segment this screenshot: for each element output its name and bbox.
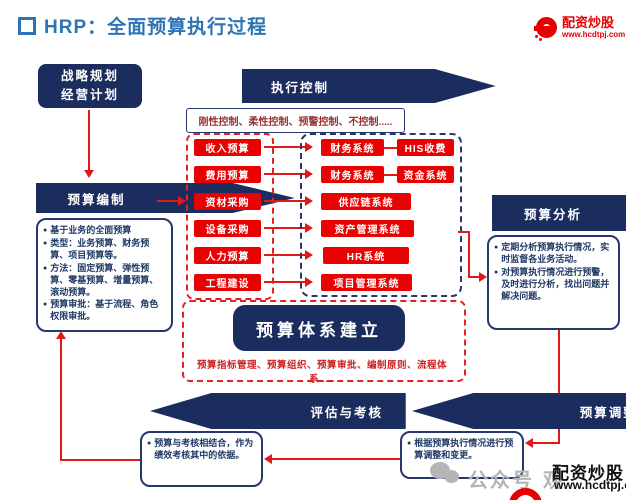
page-title: HRP：全面预算执行过程 — [18, 12, 267, 39]
prep-bullet: 基于业务的全面预算 — [50, 225, 132, 235]
bullet-dot-icon: ● — [494, 268, 499, 276]
evaluation-banner: 评估与考核 — [150, 393, 406, 429]
prep-bullet: 类型：业务预算、财务预算、项目预算等。 — [50, 238, 150, 260]
strategic-planning-node: 战略规划 经营计划 — [38, 64, 142, 108]
arrow-analysis-adjust-head — [525, 438, 533, 448]
prep-bullet: 预算审批：基于流程、角色权限审批。 — [50, 299, 159, 322]
evaluation-detail-box: ●预算与考核相结合，作为绩效考核其中的依据。 — [140, 431, 263, 487]
bullet-dot-icon: ● — [494, 244, 499, 251]
arrow-systems-analysis-line — [468, 276, 480, 278]
arrow-item-system-line — [264, 227, 306, 229]
system-node: 财务系统 — [321, 166, 384, 183]
analysis-detail-box: ●定期分析预算执行情况，实时监督各业务活动。 ●对预算执行情况进行预警，及时进行… — [487, 235, 620, 330]
system-node: 财务系统 — [321, 139, 384, 156]
strategic-line1: 战略规划 — [60, 68, 119, 83]
system-node: HR系统 — [323, 247, 409, 264]
control-methods-text: 刚性控制、柔性控制、预警控制、不控制..... — [198, 117, 393, 128]
bullet-dot-icon: ● — [43, 240, 48, 247]
systems-group — [300, 133, 462, 297]
control-banner: 执行控制 — [242, 69, 496, 103]
arrow-eval-prep-line — [60, 338, 62, 461]
arrow-adjust-eval-head — [264, 454, 272, 464]
system-node: HIS收费 — [397, 139, 454, 156]
arrow-item-system-line — [264, 254, 306, 256]
arrow-item-system-head — [305, 142, 313, 152]
analysis-banner-label: 预算分析 — [523, 207, 582, 222]
system-build-group — [182, 300, 466, 382]
square-bullet-icon — [18, 16, 36, 35]
evaluation-bullet: 预算与考核相结合，作为绩效考核其中的依据。 — [154, 438, 254, 460]
prep-banner-label: 预算编制 — [67, 192, 126, 207]
watermark-swirl-icon — [505, 486, 545, 500]
bullet-dot-icon: ● — [43, 264, 48, 272]
brand-swirl-icon — [534, 16, 558, 41]
watermark-partial-text: 观 — [543, 470, 563, 492]
arrow-item-system-line — [264, 146, 306, 148]
page-title-text: HRP：全面预算执行过程 — [44, 17, 268, 38]
system-build-caption: 预算指标管理、预算组织、预算审批、编制原则、流程体系..... — [196, 360, 447, 385]
system-node: 供应链系统 — [321, 193, 411, 210]
watermark-brand-url: www.hcdtpj.com — [554, 478, 626, 492]
strategic-line2: 经营计划 — [60, 88, 119, 102]
analysis-bullet: 对预算执行情况进行预警，及时进行分析，找出问题并解决问题。 — [501, 266, 610, 301]
analysis-bullet: 定期分析预算执行情况，实时监督各业务活动。 — [501, 242, 610, 264]
arrow-item-system-line — [264, 281, 306, 283]
brand-name: 配资炒股 — [562, 15, 615, 31]
arrow-item-system-line — [264, 173, 306, 175]
arrow-prep-to-items-line — [157, 200, 179, 202]
system-link-line — [384, 147, 397, 149]
arrow-prep-to-items-head — [178, 196, 186, 206]
arrow-item-system-head — [305, 223, 313, 233]
control-methods-box: 刚性控制、柔性控制、预警控制、不控制..... — [186, 108, 405, 133]
watermark-wechat-label: 公众号 — [468, 470, 534, 492]
control-banner-label: 执行控制 — [270, 80, 329, 95]
bullet-dot-icon: ● — [43, 227, 48, 234]
system-node: 资金系统 — [397, 166, 454, 183]
watermark-brand-name: 配资炒股 — [552, 464, 624, 483]
prep-bullet: 方法：固定预算、弹性预算、零基预算、增量预算、滚动预算。 — [50, 262, 159, 297]
budget-item: 设备采购 — [194, 220, 261, 237]
system-node: 项目管理系统 — [321, 274, 412, 291]
system-node: 资产管理系统 — [321, 220, 414, 237]
budget-item: 收入预算 — [194, 139, 261, 156]
adjustment-banner: 预算调整 — [412, 393, 626, 429]
budget-item: 费用预算 — [194, 166, 261, 183]
arrow-analysis-adjust-line — [558, 330, 560, 444]
system-link-line — [384, 174, 397, 176]
budget-item: 人力预算 — [194, 247, 261, 264]
arrow-eval-prep-head — [56, 331, 66, 339]
arrow-strategic-to-prep-line — [88, 110, 90, 170]
analysis-banner: 预算分析 — [492, 195, 626, 231]
arrow-strategic-to-prep-head — [84, 170, 94, 178]
brand-url: www.hcdtpj.com — [562, 29, 626, 39]
arrow-item-system-head — [305, 169, 313, 179]
system-build-title: 预算体系建立 — [256, 320, 382, 340]
bullet-dot-icon: ● — [407, 440, 412, 447]
budget-item: 工程建设 — [194, 274, 261, 291]
evaluation-banner-label: 评估与考核 — [310, 405, 383, 420]
arrow-item-system-line — [264, 200, 306, 202]
arrow-analysis-adjust-line — [532, 442, 560, 444]
arrow-item-system-head — [305, 250, 313, 260]
wechat-icon — [430, 462, 464, 490]
prep-detail-box: ●基于业务的全面预算 ●类型：业务预算、财务预算、项目预算等。 ●方法：固定预算… — [36, 218, 173, 332]
arrow-adjust-eval-line — [271, 458, 400, 460]
brand-logo-top: 配资炒股 www.hcdtpj.com — [534, 15, 626, 41]
arrow-item-system-head — [305, 277, 313, 287]
arrow-item-system-head — [305, 196, 313, 206]
budget-items-group — [186, 133, 274, 300]
arrow-systems-analysis-head — [479, 272, 487, 282]
bullet-dot-icon: ● — [147, 440, 152, 447]
budget-item: 资材采购 — [194, 193, 261, 210]
system-build-node: 预算体系建立 — [233, 305, 405, 351]
arrow-eval-prep-line — [60, 459, 140, 461]
adjustment-bullet: 根据预算执行情况进行预算调整和变更。 — [414, 438, 514, 460]
bullet-dot-icon: ● — [43, 301, 48, 309]
adjustment-detail-box: ●根据预算执行情况进行预算调整和变更。 — [400, 431, 524, 479]
arrow-systems-analysis-line — [468, 231, 470, 277]
adjustment-banner-label: 预算调整 — [579, 405, 626, 420]
arrow-systems-analysis-line — [458, 231, 470, 233]
